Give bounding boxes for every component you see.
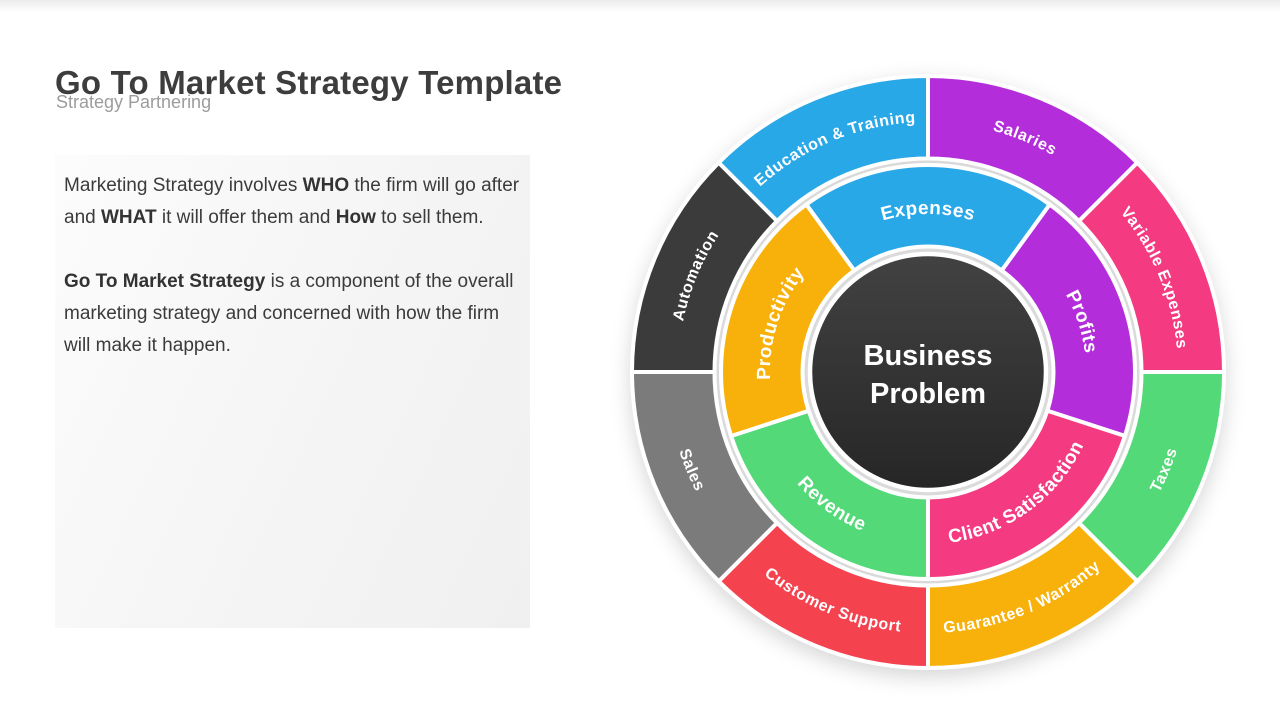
wheel-segment-sales	[629, 370, 780, 585]
wheel-segment-customer-support	[715, 520, 930, 671]
wheel-segment-variable-expenses	[1076, 159, 1227, 374]
wheel-segment-profits	[998, 201, 1137, 439]
center-label-line2: Problem	[870, 378, 986, 410]
wheel-segment-productivity	[719, 201, 858, 439]
text-run: to sell them.	[375, 207, 484, 228]
wheel-segment-automation	[629, 159, 780, 374]
wheel-segment-guarantee-warranty	[926, 520, 1141, 671]
top-edge-fade	[0, 0, 1280, 12]
center-label-line1: Business	[864, 340, 993, 372]
text-run: Marketing Strategy involves	[64, 175, 303, 196]
wheel-segment-revenue	[728, 408, 930, 582]
intro-paragraph-2: Go To Market Strategy is a component of …	[64, 266, 520, 362]
text-run-bold: How	[335, 207, 376, 228]
text-run: the firm will go after and	[64, 175, 520, 228]
text-run-bold: WHO	[302, 175, 350, 196]
wheel-segment-salaries	[926, 73, 1141, 224]
wheel-segment-expenses	[803, 162, 1053, 274]
page-subtitle: Strategy Partnering	[56, 92, 212, 112]
text-run: is a component of the overall marketing …	[64, 271, 514, 356]
wheel-segment-taxes	[1076, 370, 1227, 585]
text-run-bold: Go To Market Strategy	[64, 271, 266, 292]
wheel-segment-client-satisfaction	[926, 408, 1128, 582]
description-textbox: Marketing Strategy involves WHO the firm…	[55, 155, 530, 628]
center-circle	[807, 251, 1049, 493]
intro-paragraph-1: Marketing Strategy involves WHO the firm…	[64, 170, 520, 234]
text-run-bold: WHAT	[100, 207, 157, 228]
page-title: Go To Market Strategy Template	[55, 64, 563, 102]
text-run: it will offer them and	[156, 207, 336, 228]
